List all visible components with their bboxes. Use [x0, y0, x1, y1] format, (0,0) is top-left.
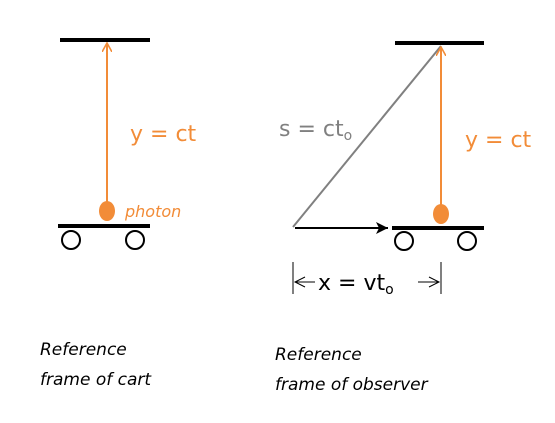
photon-dot-right [433, 204, 449, 224]
caption-observer-line1: Reference [275, 345, 362, 365]
diagonal-label: s = cto [279, 117, 352, 144]
observer-frame-panel: s = cto y = ct x = vto [279, 41, 532, 298]
cart-frame-panel: y = ct photon [58, 38, 197, 250]
diagonal-light-path [292, 45, 442, 228]
photon-label: photon [124, 202, 181, 221]
cart-wheel-left-2 [125, 230, 145, 250]
caption-observer-frame: Reference frame of observer [275, 340, 428, 400]
caption-cart-line2: frame of cart [40, 370, 152, 390]
distance-label: x = vto [318, 271, 394, 298]
caption-cart-line1: Reference [40, 340, 127, 360]
cart-wheel-right-1 [394, 231, 414, 251]
cart-wheel-left-1 [61, 230, 81, 250]
height-label-right: y = ct [465, 128, 532, 153]
caption-observer-line2: frame of observer [275, 375, 428, 395]
caption-cart-frame: Reference frame of cart [40, 335, 151, 395]
height-label-left: y = ct [130, 122, 197, 147]
photon-dot-left [99, 201, 115, 221]
cart-wheel-right-2 [457, 231, 477, 251]
dimension-arrowhead-right [428, 276, 441, 288]
